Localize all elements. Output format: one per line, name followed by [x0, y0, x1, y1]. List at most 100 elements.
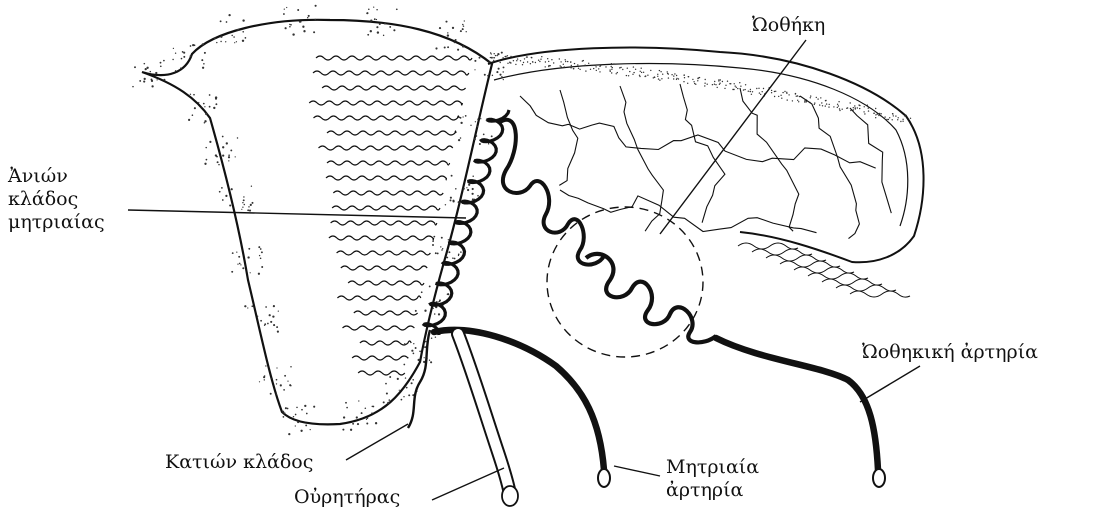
stipple-dot	[220, 36, 222, 38]
stipple-dot	[451, 175, 453, 177]
stipple-dot	[231, 35, 233, 37]
stipple-dot	[644, 76, 645, 77]
stipple-dot	[150, 71, 151, 72]
stipple-dot	[283, 13, 285, 15]
stipple-dot	[520, 60, 521, 61]
stipple-dot	[222, 146, 224, 148]
stipple-dot	[579, 69, 580, 70]
fimbria	[752, 249, 812, 255]
stipple-dot	[143, 81, 145, 83]
stipple-dot	[527, 56, 528, 57]
stipple-dot	[535, 62, 536, 63]
stipple-dot	[707, 84, 708, 85]
stipple-dot	[487, 75, 489, 77]
stipple-dot	[788, 94, 789, 95]
stipple-dot	[435, 252, 437, 254]
stipple-dot	[846, 108, 847, 109]
stipple-dot	[244, 204, 246, 206]
stipple-dot	[406, 387, 408, 389]
stipple-dot	[488, 143, 490, 145]
stipple-dot	[492, 75, 493, 76]
stipple-dot	[236, 251, 237, 252]
stipple-dot	[288, 433, 290, 435]
stipple-dot	[261, 266, 263, 268]
stipple-dot	[452, 27, 454, 29]
stipple-dot	[454, 258, 456, 260]
stipple-dot	[516, 60, 517, 61]
stipple-dot	[287, 381, 288, 382]
stipple-dot	[517, 58, 518, 59]
stipple-dot	[910, 118, 911, 119]
stipple-dot	[448, 239, 449, 240]
stipple-dot	[234, 42, 235, 43]
stipple-dot	[314, 19, 315, 20]
ureter-vessel-lumen	[458, 334, 510, 494]
stipple-dot	[276, 383, 277, 384]
stipple-dot	[366, 417, 368, 419]
stipple-dot	[515, 64, 516, 65]
uterine-wall-vessel	[333, 191, 443, 195]
stipple-dot	[222, 155, 224, 157]
label-ascending-branch: Ἀνιών κλάδος μητριαίας	[8, 165, 105, 234]
stipple-dot	[867, 105, 868, 106]
stipple-dot	[784, 91, 785, 92]
stipple-dot	[163, 60, 165, 62]
stipple-dot	[248, 248, 250, 250]
stipple-dot	[415, 347, 417, 349]
stipple-dot	[229, 204, 231, 206]
stipple-dot	[242, 40, 244, 42]
stipple-dot	[460, 122, 462, 124]
fimbria	[850, 291, 910, 297]
stipple-dot	[881, 116, 882, 117]
ureter-end	[502, 486, 518, 506]
stipple-dot	[295, 425, 296, 426]
label-uterine-artery-line-1: Μητριαία	[666, 456, 759, 479]
stipple-dot	[657, 74, 658, 75]
stipple-dot	[507, 55, 508, 56]
stipple-dot	[524, 58, 525, 59]
stipple-dot	[228, 160, 229, 161]
stipple-dot	[284, 412, 286, 414]
stipple-dot	[551, 59, 552, 60]
stipple-dot	[633, 72, 634, 73]
stipple-dot	[310, 429, 311, 430]
stipple-dot	[213, 107, 215, 109]
stipple-dot	[454, 41, 456, 43]
stipple-dot	[759, 92, 760, 93]
stipple-dot	[346, 407, 348, 409]
stipple-dot	[376, 26, 378, 28]
stipple-dot	[376, 9, 377, 10]
stipple-dot	[545, 66, 546, 67]
stipple-dot	[837, 104, 838, 105]
stipple-dot	[172, 59, 173, 60]
label-ureter: Οὐρητήρας	[294, 486, 400, 509]
stipple-dot	[673, 75, 674, 76]
stipple-dot	[370, 20, 372, 22]
stipple-dot	[366, 12, 368, 14]
stipple-dot	[389, 399, 391, 401]
stipple-dot	[523, 62, 524, 63]
stipple-dot	[732, 89, 733, 90]
stipple-dot	[692, 79, 693, 80]
stipple-dot	[712, 84, 713, 85]
stipple-dot	[270, 393, 272, 395]
stipple-dot	[617, 72, 618, 73]
stipple-dot	[183, 56, 185, 58]
stipple-dot	[495, 55, 496, 56]
stipple-dot	[385, 383, 387, 385]
uterine-wall-vessel	[327, 161, 450, 165]
stipple-dot	[302, 26, 304, 28]
stipple-dot	[194, 107, 196, 109]
stipple-dot	[276, 379, 278, 381]
uterine-wall-vessel	[331, 221, 437, 225]
stipple-dot	[750, 91, 751, 92]
stipple-dot	[203, 103, 205, 105]
stipple-dot	[260, 320, 262, 322]
stipple-dot	[751, 94, 752, 95]
fimbria	[822, 279, 882, 285]
stipple-dot	[898, 117, 899, 118]
stipple-dot	[499, 74, 501, 76]
stipple-dot	[837, 107, 838, 108]
stipple-dot	[496, 71, 498, 73]
